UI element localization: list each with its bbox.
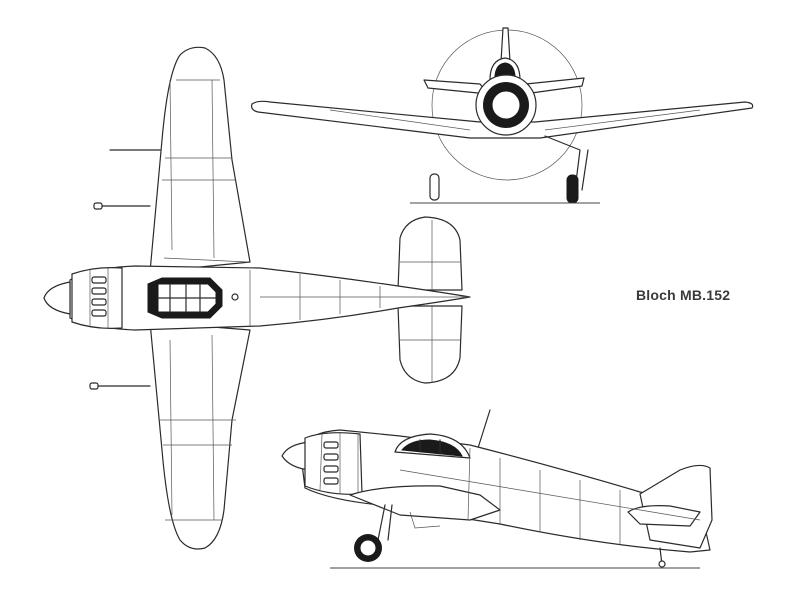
front-fin xyxy=(500,27,511,63)
side-view xyxy=(281,409,713,569)
side-fuselage xyxy=(299,429,711,553)
plan-cowling xyxy=(71,267,123,329)
plan-tailplane-upper xyxy=(397,216,463,291)
plan-spinner xyxy=(43,281,71,315)
side-wing xyxy=(349,485,501,521)
front-landing-gear xyxy=(544,135,589,191)
aircraft-title: Bloch MB.152 xyxy=(636,287,731,303)
plan-tailplane-lower xyxy=(397,305,463,384)
side-spinner xyxy=(281,441,311,471)
side-landing-gear xyxy=(377,504,393,541)
front-view xyxy=(251,27,754,204)
plan-view xyxy=(43,46,471,550)
plan-wing-left xyxy=(149,46,251,273)
plan-wing-right xyxy=(149,321,251,550)
